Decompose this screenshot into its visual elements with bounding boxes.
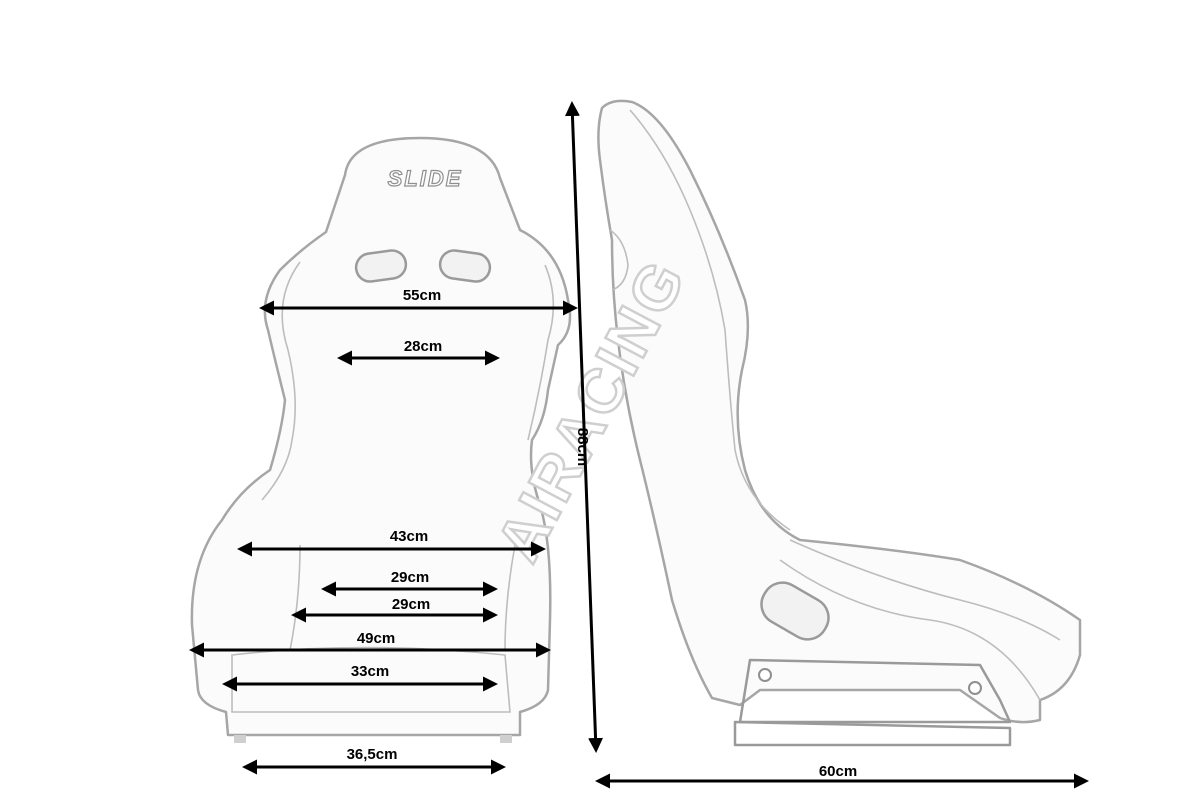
dimension-lines	[189, 101, 1089, 789]
belt-slot-right	[438, 249, 492, 283]
label-base-outer-width: 49cm	[357, 630, 395, 647]
dim-line-height	[564, 101, 604, 753]
belt-slot-left	[354, 249, 408, 283]
side-mount-bracket	[738, 658, 1012, 724]
side-seat-outline	[597, 99, 1082, 724]
side-seat-shell-edge	[629, 109, 791, 531]
side-belt-slot	[760, 581, 830, 641]
label-height: 88cm	[574, 428, 591, 466]
side-seat-cushion-edge	[779, 539, 1061, 701]
front-view-seat: SLIDE	[190, 136, 572, 743]
front-foot-left	[234, 735, 246, 743]
label-seat-inner-upper: 29cm	[391, 569, 429, 586]
brand-logo: SLIDE	[388, 166, 463, 191]
front-seat-bolster-right	[527, 264, 555, 441]
label-seat-inner-lower: 29cm	[392, 596, 430, 613]
dimension-labels: 55cm 28cm 43cm 29cm 29cm 49cm 33cm 36,5c…	[347, 287, 858, 780]
side-bolt-rear	[968, 681, 982, 695]
label-front-width: 33cm	[351, 663, 389, 680]
label-depth: 60cm	[819, 763, 857, 780]
label-bottom-mount-width: 36,5cm	[347, 746, 398, 763]
side-seat-head-detail	[609, 229, 629, 291]
front-foot-right	[500, 735, 512, 743]
label-hip-width: 43cm	[390, 528, 428, 545]
label-shoulder-width: 55cm	[403, 287, 441, 304]
side-view-seat	[597, 99, 1082, 747]
side-rail	[733, 720, 1012, 747]
front-seat-inner-line	[289, 544, 516, 651]
label-back-inner-width: 28cm	[404, 338, 442, 355]
side-bolt-front	[758, 668, 772, 682]
